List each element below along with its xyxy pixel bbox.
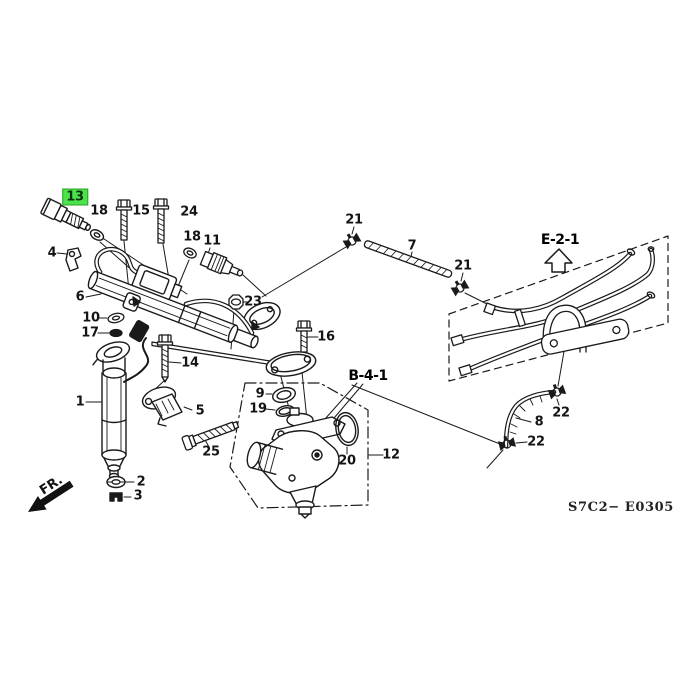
part-label-7[interactable]: 7: [407, 238, 417, 254]
pipe-7-drawing: [363, 240, 453, 278]
diagram-code: S7C2− E0305: [568, 500, 674, 515]
part-label-12[interactable]: 12: [382, 447, 400, 463]
bracket-4-drawing: [65, 247, 82, 272]
part-label-1[interactable]: 1: [75, 394, 85, 410]
part-label-20[interactable]: 20: [338, 453, 356, 469]
part-label-11[interactable]: 11: [203, 233, 221, 249]
sensor-5-drawing: [141, 386, 183, 427]
part-label-2[interactable]: 2: [136, 474, 146, 490]
small-parts-drawing: [107, 247, 244, 338]
part-label-21[interactable]: 21: [454, 258, 472, 274]
part-label-8[interactable]: 8: [534, 414, 544, 430]
hose-8-drawing: [503, 389, 557, 449]
part-label-19[interactable]: 19: [249, 401, 267, 417]
part-label-24[interactable]: 24: [180, 204, 198, 220]
e21-assembly-drawing: [450, 246, 656, 377]
fuel-rail-drawing: [87, 247, 281, 383]
ref-label-E-2-1[interactable]: E-2-1: [540, 232, 580, 248]
part-label-5[interactable]: 5: [195, 403, 205, 419]
part-label-15[interactable]: 15: [132, 203, 150, 219]
part-label-18[interactable]: 18: [90, 203, 108, 219]
bolts-drawing: [115, 198, 313, 451]
part-label-22[interactable]: 22: [552, 405, 570, 421]
hose-clamp-icons: [342, 232, 567, 451]
dashed-box-e21: [448, 235, 669, 382]
part-label-22[interactable]: 22: [527, 434, 545, 450]
part-label-3[interactable]: 3: [133, 488, 143, 504]
hp-pump-drawing: [246, 351, 359, 519]
part-label-16[interactable]: 16: [317, 329, 335, 345]
part-label-10[interactable]: 10: [82, 310, 100, 326]
ref-label-B-4-1[interactable]: B-4-1: [348, 368, 388, 384]
part-label-17[interactable]: 17: [81, 325, 99, 341]
part-label-21[interactable]: 21: [345, 212, 363, 228]
part-label-4[interactable]: 4: [47, 245, 57, 261]
dashdot-box-12: [229, 382, 369, 509]
part-label-14[interactable]: 14: [181, 355, 199, 371]
sensor-13-drawing: [40, 197, 105, 241]
part-label-18[interactable]: 18: [183, 229, 201, 245]
part-label-25[interactable]: 25: [202, 444, 220, 460]
part-label-9[interactable]: 9: [255, 386, 265, 402]
part-label-23[interactable]: 23: [244, 294, 262, 310]
pump-1-drawing: [92, 341, 131, 502]
part-label-13[interactable]: 13: [62, 188, 88, 206]
e21-arrow-icon: [544, 248, 573, 273]
part-label-6[interactable]: 6: [75, 289, 85, 305]
